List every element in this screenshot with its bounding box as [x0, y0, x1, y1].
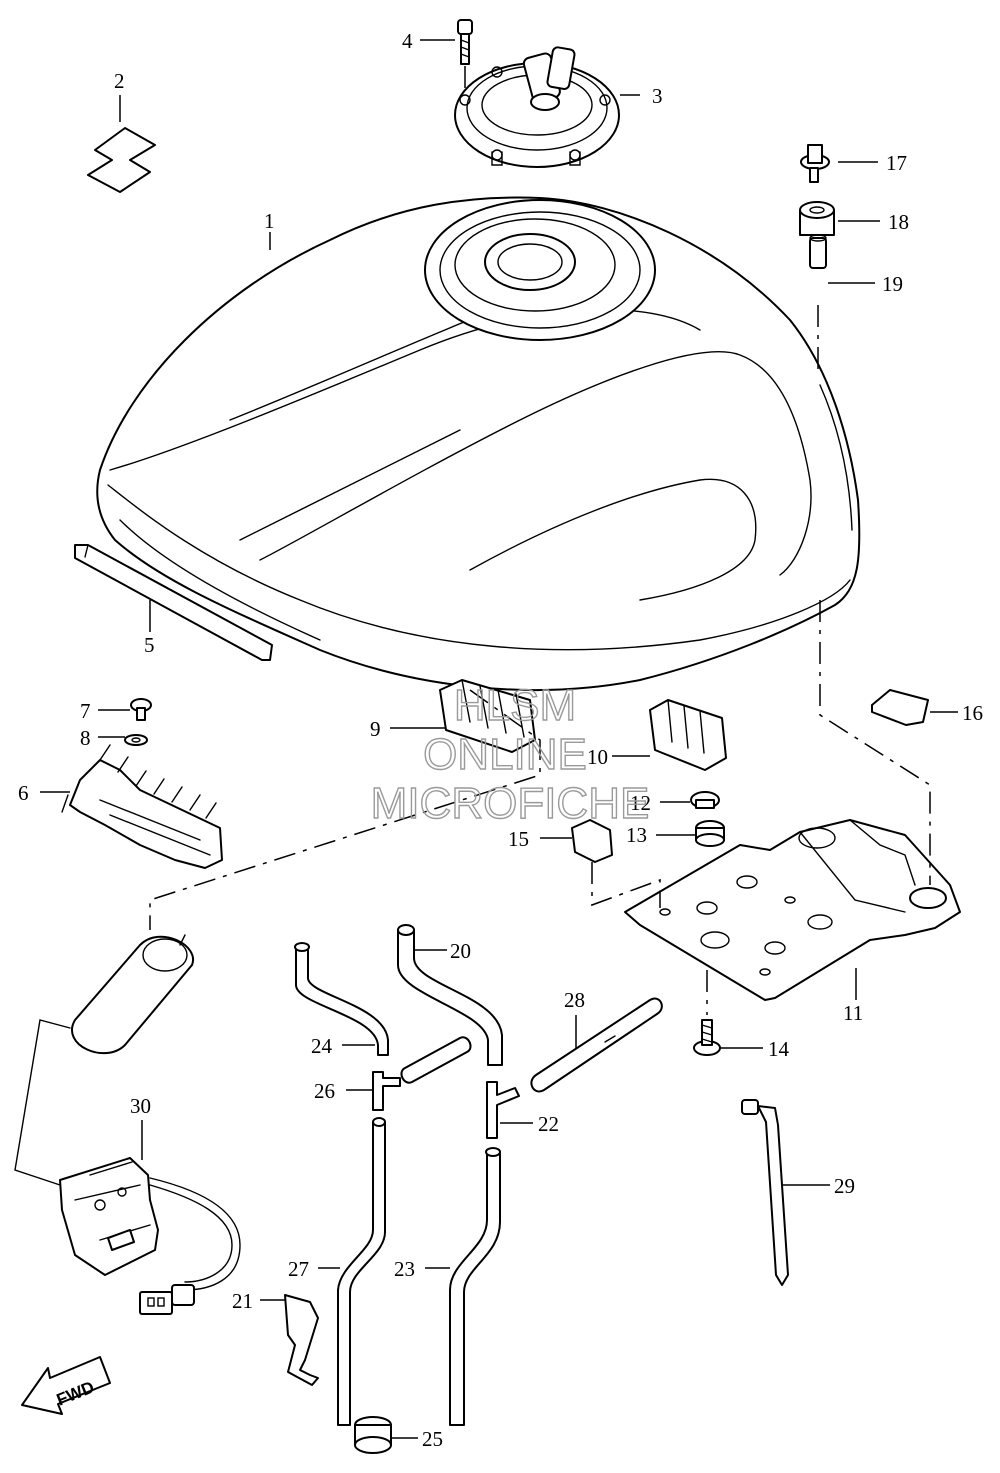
- forward-direction-badge: FWD: [21, 1356, 111, 1415]
- callout-9: 9: [370, 717, 381, 741]
- callout-20: 20: [450, 939, 471, 963]
- tank-cushion-strip: [74, 544, 273, 661]
- callout-numbers: 1 2 3 4 5 6 7 8 9 10 11 12 13 14 15 16 1…: [18, 29, 983, 1451]
- rear-cushion: [61, 744, 223, 869]
- hose-clamp: [284, 1294, 319, 1386]
- callout-6: 6: [18, 781, 29, 805]
- fuel-cap: [454, 46, 620, 168]
- hoses-lower: [337, 1117, 501, 1454]
- front-mount-parts: [799, 144, 835, 370]
- callout-14: 14: [768, 1037, 790, 1061]
- watermark-line-1: HLSM: [454, 681, 576, 730]
- fuel-tank: [96, 196, 861, 691]
- sensor-probe: [741, 1099, 789, 1286]
- callout-10: 10: [587, 745, 608, 769]
- callout-28: 28: [564, 988, 585, 1012]
- hose-joints: [372, 997, 663, 1139]
- callout-3: 3: [652, 84, 663, 108]
- tank-mounting-bracket: [624, 819, 961, 1001]
- callout-4: 4: [402, 29, 413, 53]
- callout-24: 24: [311, 1034, 333, 1058]
- watermark: HLSM ONLINE MICROFICHE: [370, 680, 650, 828]
- callout-23: 23: [394, 1257, 415, 1281]
- callout-17: 17: [886, 151, 907, 175]
- damper-cap: [571, 819, 613, 863]
- bracket-bolt: [693, 970, 721, 1056]
- callout-25: 25: [422, 1427, 443, 1451]
- tank-emblem: [87, 127, 156, 193]
- callout-8: 8: [80, 726, 91, 750]
- callout-30: 30: [130, 1094, 151, 1118]
- callout-21: 21: [232, 1289, 253, 1313]
- callout-22: 22: [538, 1112, 559, 1136]
- pad: [871, 689, 929, 726]
- callout-19: 19: [882, 272, 903, 296]
- cap-screw: [457, 19, 473, 90]
- callout-2: 2: [114, 69, 125, 93]
- watermark-line-3: MICROFICHE: [371, 779, 650, 828]
- callout-29: 29: [834, 1174, 855, 1198]
- callout-27: 27: [288, 1257, 309, 1281]
- grommets: [690, 791, 725, 847]
- callout-18: 18: [888, 210, 909, 234]
- callout-5: 5: [144, 633, 155, 657]
- leader-lines: [40, 39, 958, 1439]
- callout-1: 1: [264, 209, 275, 233]
- callout-13: 13: [626, 823, 647, 847]
- cushion-block-9: [439, 679, 536, 753]
- callout-7: 7: [80, 699, 91, 723]
- watermark-line-2: ONLINE: [423, 730, 587, 779]
- callout-26: 26: [314, 1079, 335, 1103]
- callout-15: 15: [508, 827, 529, 851]
- hoses-upper: [294, 924, 503, 1066]
- cushion-block-10: [649, 699, 727, 771]
- callout-12: 12: [630, 791, 651, 815]
- fuel-level-gauge: [14, 934, 241, 1315]
- callout-16: 16: [962, 701, 983, 725]
- screw-and-washer: [124, 698, 152, 746]
- callout-11: 11: [843, 1001, 863, 1025]
